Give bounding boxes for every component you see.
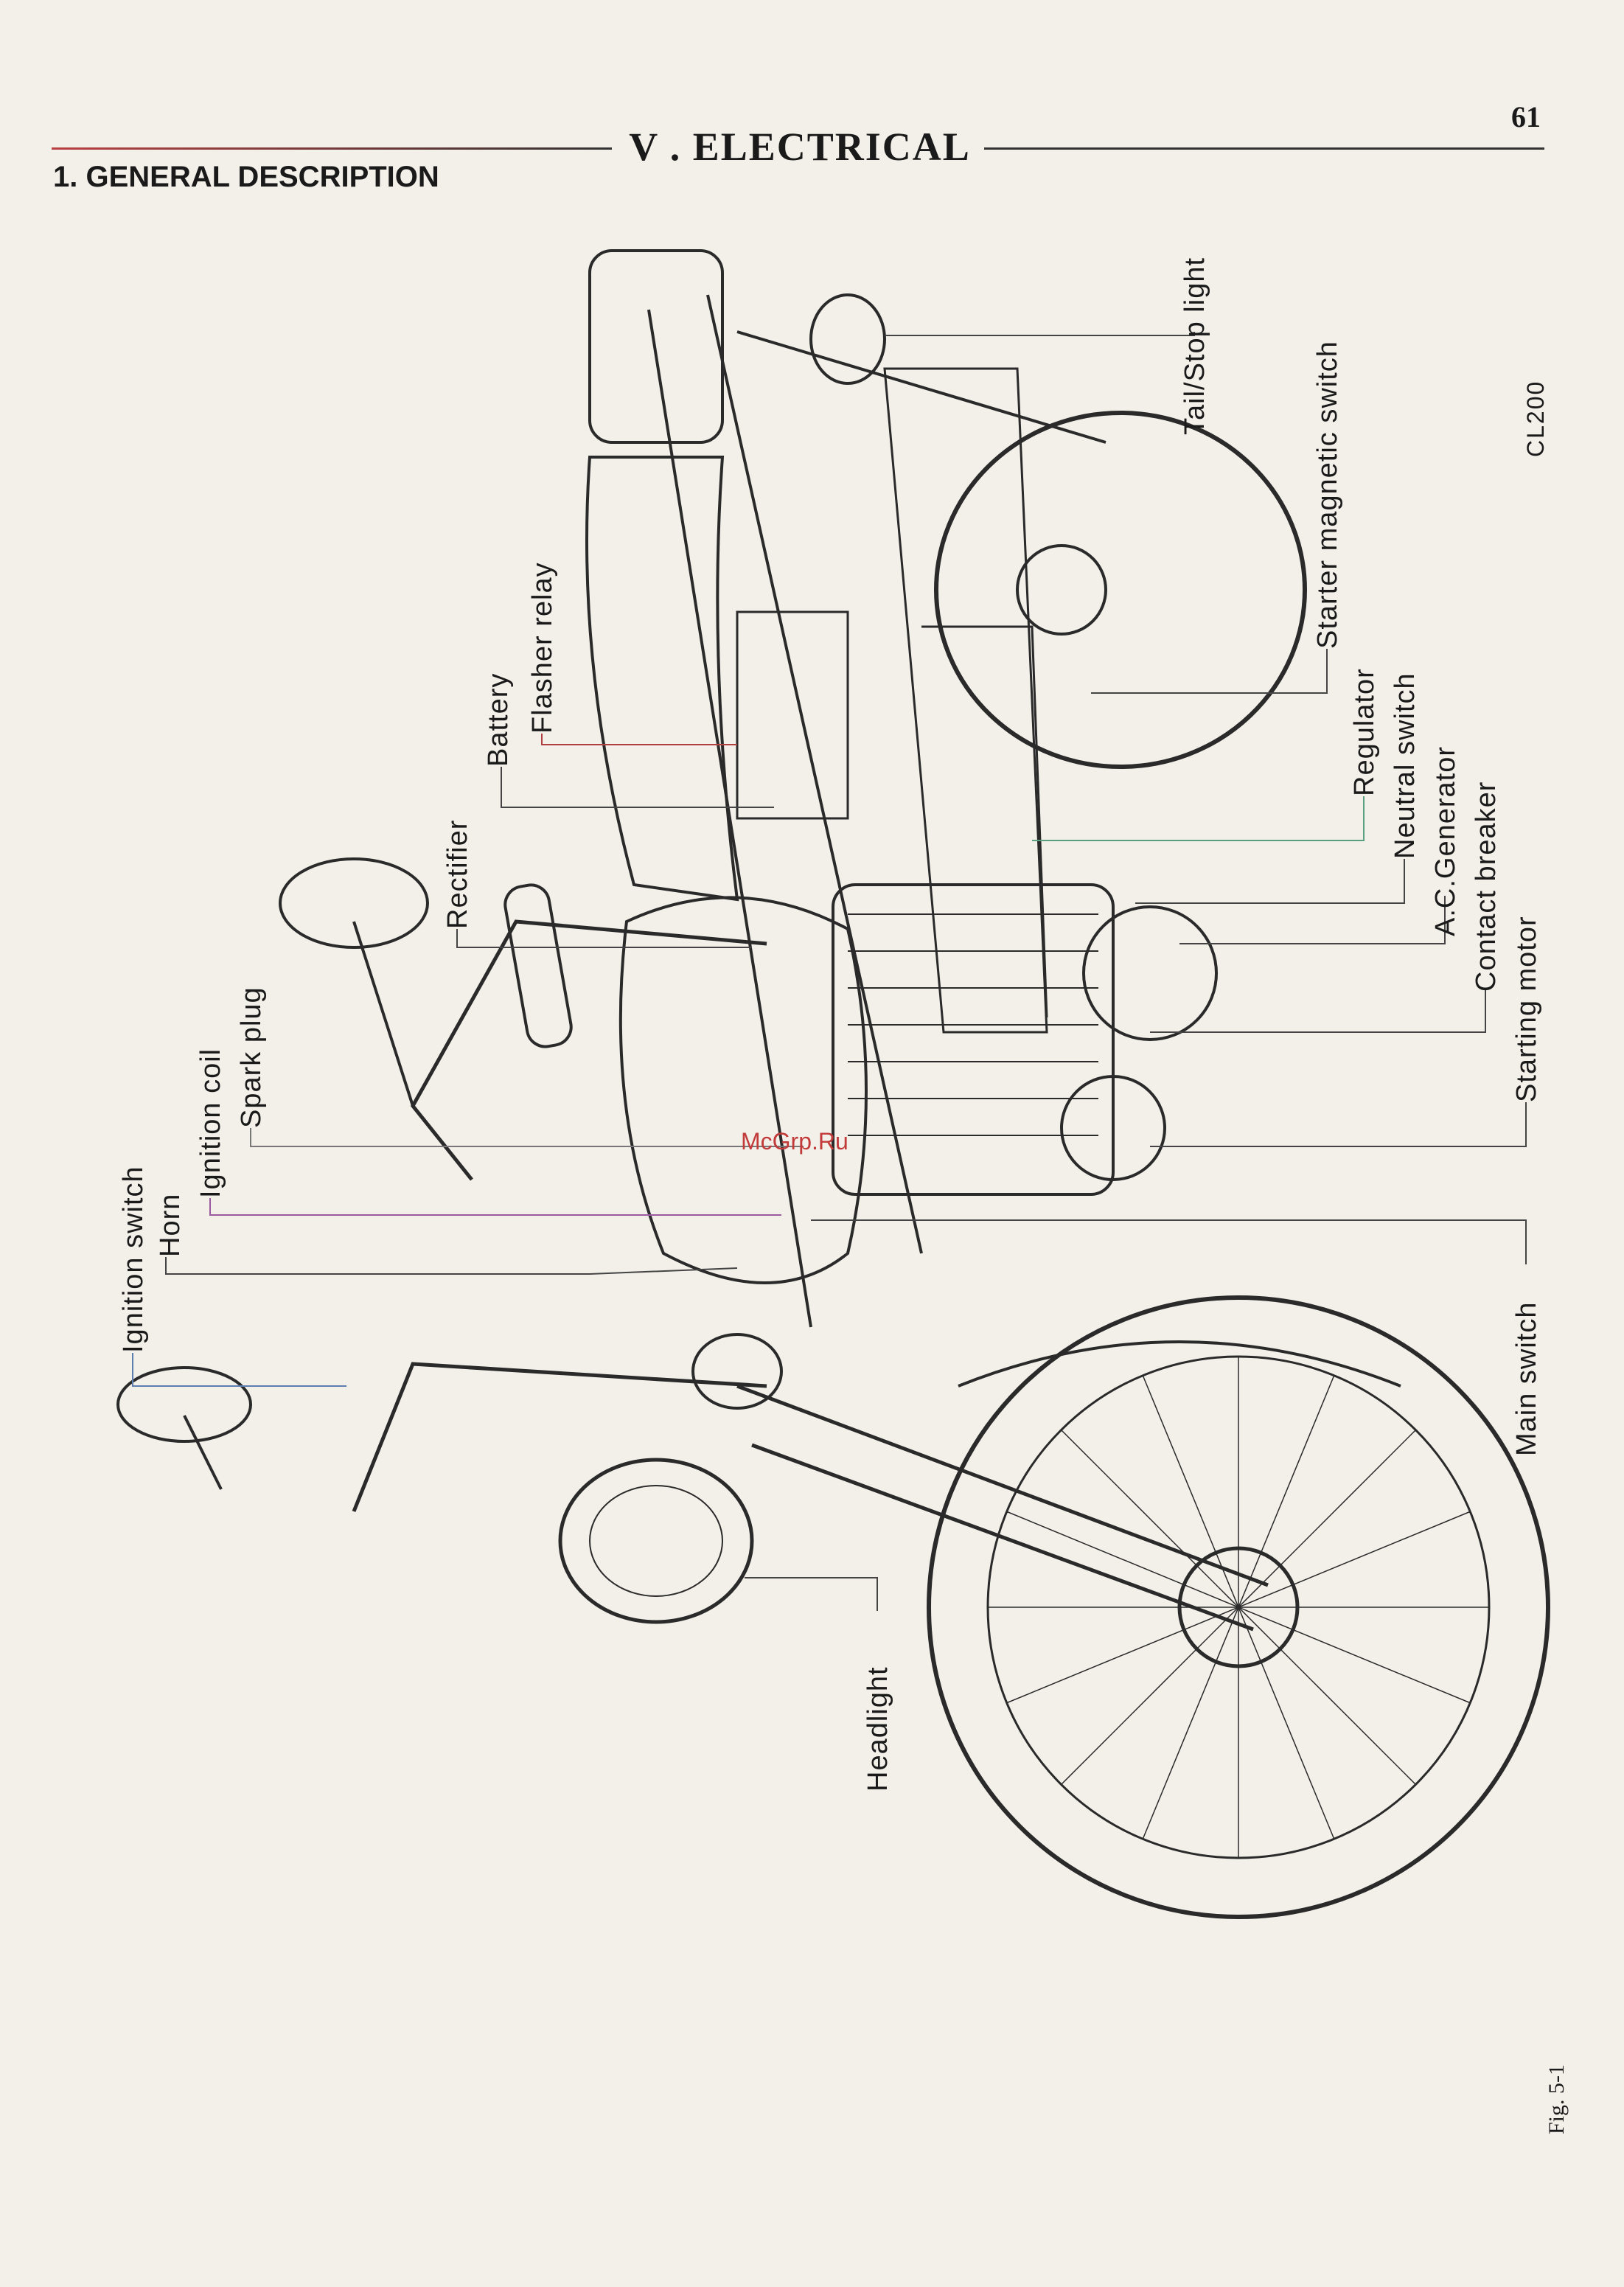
label-ignition-switch: Ignition switch — [118, 1166, 150, 1353]
label-starting-motor: Starting motor — [1511, 916, 1543, 1102]
handlebar-right — [354, 1364, 767, 1511]
label-rectifier: Rectifier — [442, 820, 474, 929]
label-ac-generator: A.C.Generator — [1430, 746, 1462, 936]
mirror-right — [118, 1368, 251, 1441]
rear-hub — [1017, 546, 1106, 634]
label-ignition-coil: Ignition coil — [195, 1048, 227, 1198]
label-main-switch: Main switch — [1511, 1302, 1543, 1457]
leader-flasher-relay — [542, 734, 737, 745]
label-tail-stop-light: Tail/Stop light — [1179, 257, 1211, 435]
leader-spark-plug — [251, 1128, 804, 1146]
handlebar-left — [413, 922, 767, 1180]
mirror-left — [280, 859, 428, 947]
watermark: McGrp.Ru — [741, 1128, 848, 1155]
label-spark-plug: Spark plug — [236, 986, 268, 1128]
front-fork — [737, 1386, 1268, 1629]
label-contact-breaker: Contact breaker — [1471, 782, 1502, 992]
leader-battery — [501, 767, 774, 807]
rear-fender — [590, 251, 722, 442]
leader-neutral-switch — [1135, 859, 1404, 903]
label-flasher-relay: Flasher relay — [527, 562, 559, 734]
front-spokes — [988, 1357, 1489, 1858]
figure-caption: Fig. 5-1 — [1544, 2064, 1569, 2134]
model-code: CL200 — [1522, 380, 1550, 457]
label-headlight: Headlight — [862, 1666, 894, 1792]
speedometer — [693, 1334, 781, 1408]
label-battery: Battery — [483, 673, 515, 767]
label-neutral-switch: Neutral switch — [1390, 672, 1421, 859]
engine-fins — [848, 914, 1098, 1135]
battery-box — [737, 612, 848, 818]
seat — [587, 457, 737, 899]
label-horn: Horn — [155, 1194, 187, 1257]
exhaust-lower — [921, 627, 1047, 1017]
tail-light-lamp — [811, 295, 885, 383]
leader-horn — [166, 1257, 737, 1274]
generator-cover — [1084, 907, 1216, 1040]
leader-starting-motor — [1150, 1102, 1526, 1146]
fuel-tank — [621, 897, 866, 1283]
label-starter-magnetic-switch: Starter magnetic switch — [1312, 341, 1344, 649]
exhaust-upper — [885, 369, 1047, 1032]
label-regulator: Regulator — [1349, 668, 1381, 796]
rear-tire — [936, 413, 1305, 767]
leader-tail-stop-light — [885, 332, 1194, 335]
leader-contact-breaker — [1150, 988, 1485, 1032]
leader-headlight — [745, 1578, 877, 1611]
grip-left — [502, 882, 574, 1049]
leader-ignition-coil — [210, 1198, 781, 1215]
leader-regulator — [1032, 796, 1364, 840]
